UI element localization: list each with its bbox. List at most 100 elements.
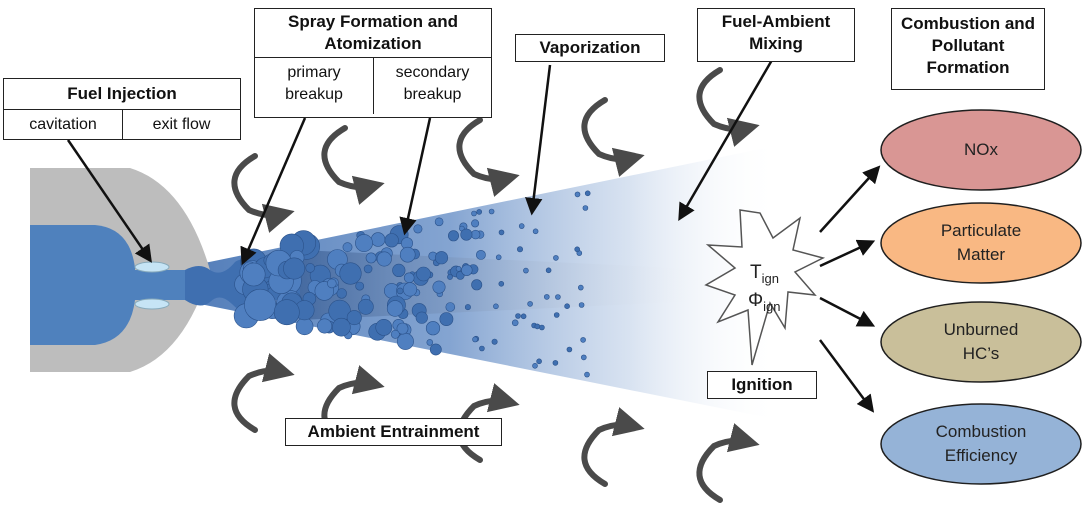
droplet — [396, 332, 414, 350]
droplet — [426, 339, 434, 346]
entrainment-arrows — [231, 67, 760, 503]
droplet — [447, 274, 453, 280]
droplet — [396, 287, 404, 295]
cavitation-bubble-bottom — [134, 298, 170, 310]
droplet — [413, 224, 423, 234]
droplet — [584, 190, 591, 197]
droplet — [461, 264, 473, 276]
droplet — [520, 313, 527, 320]
arrow-mixing — [678, 59, 774, 222]
droplet — [523, 267, 529, 274]
entrainment-arrow — [321, 125, 385, 205]
droplet — [396, 322, 409, 335]
entrainment-arrow — [231, 153, 295, 233]
droplet — [425, 321, 441, 336]
nozzle-hole — [130, 270, 190, 300]
oval-combustion-efficiency — [880, 403, 1082, 485]
droplet — [536, 358, 542, 365]
droplet — [476, 209, 483, 215]
droplet — [534, 323, 541, 330]
droplet — [399, 246, 416, 263]
cavitation-bubble-top — [134, 261, 170, 273]
droplet — [283, 257, 306, 280]
droplet — [355, 234, 373, 252]
droplet — [498, 229, 505, 236]
droplet — [434, 217, 444, 227]
arrow-vaporization — [525, 64, 552, 216]
droplet — [582, 205, 589, 211]
arrow-secondary-breakup — [399, 117, 432, 236]
ignition-star — [704, 209, 826, 366]
droplet — [545, 267, 552, 274]
mixing-title-line2: Mixing — [749, 34, 803, 53]
droplet — [552, 360, 559, 366]
droplet — [429, 343, 442, 356]
droplet — [365, 252, 377, 264]
arrow-to-hc — [819, 296, 876, 327]
droplet — [479, 345, 485, 352]
droplet — [495, 254, 502, 261]
droplet — [342, 242, 353, 253]
ignition-equivalence-ratio: Φign — [748, 290, 781, 314]
droplet — [355, 281, 365, 291]
droplet — [580, 337, 586, 343]
ignition-temperature: Tign — [750, 262, 779, 286]
entrainment-arrow — [696, 67, 760, 147]
droplet — [317, 318, 333, 334]
fuel-injection-box: Fuel Injection cavitation exit flow — [3, 78, 241, 140]
droplet — [305, 263, 316, 273]
droplet — [363, 264, 373, 274]
droplet — [390, 329, 400, 339]
droplet — [370, 232, 386, 247]
droplet — [580, 354, 587, 361]
droplet — [386, 300, 404, 317]
primary-breakup-line2: breakup — [285, 86, 343, 103]
arrow-to-efficiency — [818, 339, 875, 413]
droplet — [375, 318, 393, 336]
droplet — [555, 294, 561, 300]
fuel-ambient-mixing-box: Fuel-Ambient Mixing — [697, 8, 855, 62]
droplet — [244, 288, 277, 321]
droplet — [376, 251, 392, 267]
fuel-sac — [30, 225, 135, 345]
droplet — [403, 272, 415, 284]
droplet — [532, 228, 539, 235]
droplet — [515, 313, 521, 319]
droplet — [346, 310, 362, 326]
droplet — [445, 302, 456, 312]
entrainment-arrow — [581, 407, 645, 487]
droplet — [470, 229, 481, 240]
droplet — [516, 246, 523, 253]
entrainment-arrow — [696, 423, 760, 503]
droplet — [498, 280, 505, 287]
fuel-injection-title: Fuel Injection — [4, 79, 240, 110]
droplet — [455, 265, 462, 272]
entrainment-arrow — [581, 97, 645, 177]
droplet — [553, 312, 560, 318]
droplet — [577, 284, 584, 291]
arrow-fuel-injection — [66, 139, 152, 263]
droplet — [471, 279, 483, 291]
combustion-title-line1: Combustion and — [900, 14, 1036, 33]
droplet — [434, 251, 449, 265]
outcome-nox-label: NOx — [964, 140, 998, 159]
combustion-title-line3: Formation — [926, 58, 1010, 77]
ignition-box: Ignition — [707, 371, 817, 399]
droplet — [416, 266, 431, 282]
droplet — [488, 208, 495, 215]
droplet — [332, 317, 351, 337]
spray-formation-title-line1: Spray Formation and — [287, 12, 459, 31]
droplet — [326, 278, 337, 289]
arrow-to-nox — [819, 165, 881, 233]
droplet — [543, 294, 550, 300]
droplet — [241, 262, 266, 287]
fuel-injection-exit-flow: exit flow — [152, 116, 211, 133]
secondary-breakup-line2: breakup — [403, 86, 462, 103]
combustion-pollutant-box: Combustion and Pollutant Formation — [891, 8, 1045, 90]
oval-particulate-matter — [880, 202, 1082, 284]
droplet — [471, 210, 477, 217]
mixing-title-line1: Fuel-Ambient — [721, 12, 831, 31]
